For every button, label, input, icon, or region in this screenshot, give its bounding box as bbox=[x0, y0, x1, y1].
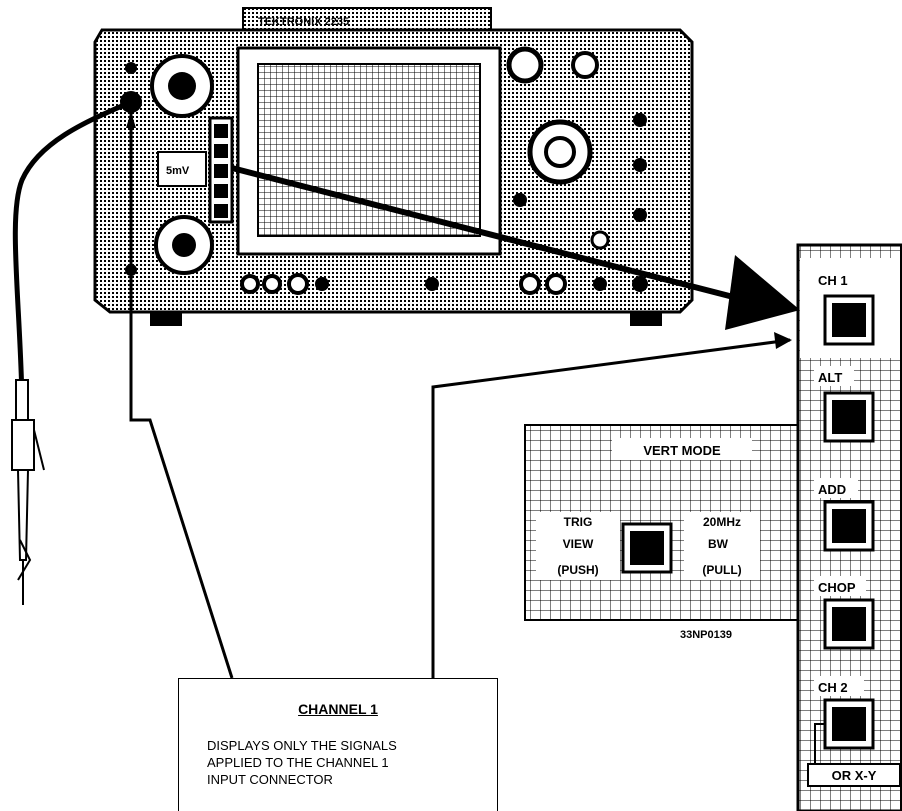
callout-line-2: APPLIED TO THE CHANNEL 1 bbox=[207, 755, 389, 770]
vert-mode-panel: VERT MODE TRIG VIEW (PUSH) 20MHz BW (PUL… bbox=[525, 245, 902, 811]
bw-limit-line-1: 20MHz bbox=[703, 515, 741, 529]
bw-limit-line-2: BW bbox=[708, 537, 729, 551]
trig-view-line-2: VIEW bbox=[563, 537, 594, 551]
scope-brand-label: TEKTRONIX 2235 bbox=[258, 16, 349, 28]
vert-mode-label: VERT MODE bbox=[643, 443, 721, 458]
callout-line-1: DISPLAYS ONLY THE SIGNALS bbox=[207, 738, 397, 753]
alt-label: ALT bbox=[818, 370, 842, 385]
svg-text:5mV: 5mV bbox=[166, 165, 190, 177]
callout-line-3: INPUT CONNECTOR bbox=[207, 772, 333, 787]
trig-view-line-1: TRIG bbox=[564, 515, 593, 529]
oscilloscope: TEKTRONIX 2235 5mV bbox=[95, 8, 692, 326]
callout-title: CHANNEL 1 bbox=[179, 701, 497, 717]
bw-limit-line-3: (PULL) bbox=[702, 563, 741, 577]
ch1-label: CH 1 bbox=[818, 273, 848, 288]
add-label: ADD bbox=[818, 482, 846, 497]
ch2-label: CH 2 bbox=[818, 680, 848, 695]
or-xy-label: OR X-Y bbox=[832, 768, 877, 783]
arrowhead-large bbox=[725, 255, 800, 330]
crt-screen bbox=[258, 64, 480, 236]
figure-id: 33NP0139 bbox=[680, 629, 732, 641]
callout-text: DISPLAYS ONLY THE SIGNALS APPLIED TO THE… bbox=[207, 737, 492, 788]
channel-1-callout: CHANNEL 1 DISPLAYS ONLY THE SIGNALS APPL… bbox=[178, 678, 498, 811]
trig-view-line-3: (PUSH) bbox=[557, 563, 598, 577]
chop-label: CHOP bbox=[818, 580, 856, 595]
